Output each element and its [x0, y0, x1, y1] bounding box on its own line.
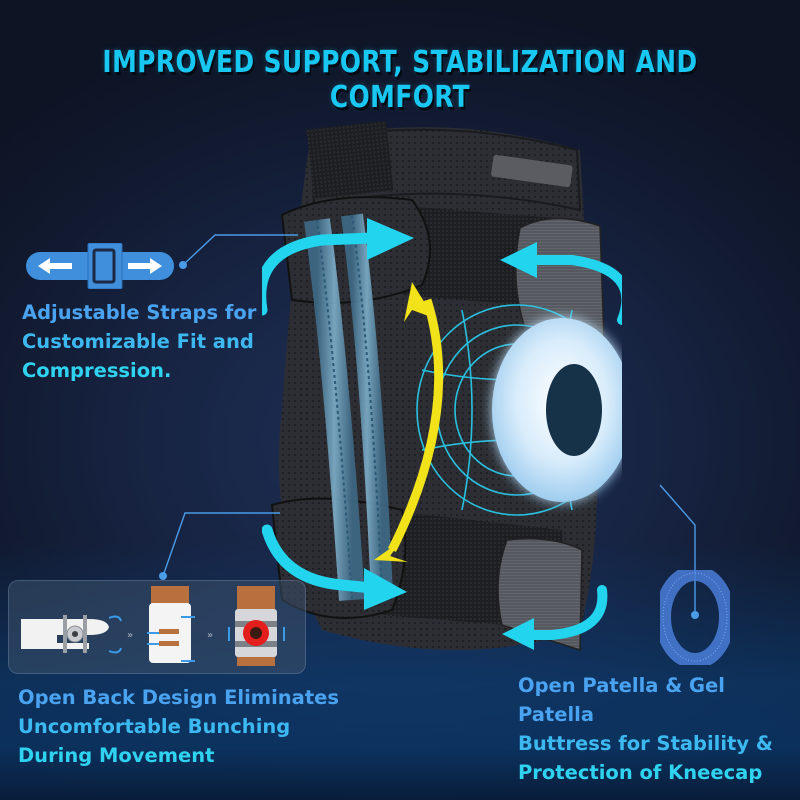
leader-line-open-back [159, 512, 280, 580]
patella-gel-ring-icon [660, 570, 730, 665]
caption-line: Open Back Design Eliminates [18, 686, 339, 709]
svg-text:»: » [127, 630, 133, 641]
caption-open-patella: Open Patella & Gel Patella Buttress for … [518, 671, 800, 787]
open-back-steps-illustration: » » [8, 580, 306, 674]
adjustable-strap-buckle-icon [26, 243, 174, 289]
caption-open-back: Open Back Design Eliminates Uncomfortabl… [18, 683, 339, 770]
knee-brace-illustration [262, 121, 622, 652]
caption-line: Compression. [22, 359, 172, 382]
leader-line-patella [659, 484, 699, 619]
headline: IMPROVED SUPPORT, STABILIZATION AND COMF… [102, 45, 698, 115]
caption-line: Buttress for Stability & [518, 732, 773, 755]
caption-line: Protection of Kneecap [518, 761, 763, 784]
caption-line: Adjustable Straps for [22, 301, 257, 324]
caption-line: During Movement [18, 744, 215, 767]
caption-adjustable-straps: Adjustable Straps for Customizable Fit a… [22, 298, 256, 385]
leader-line-straps [179, 234, 298, 269]
caption-line: Customizable Fit and [22, 330, 254, 353]
svg-text:»: » [207, 630, 213, 641]
caption-line: Open Patella & Gel Patella [518, 674, 725, 726]
caption-line: Uncomfortable Bunching [18, 715, 291, 738]
